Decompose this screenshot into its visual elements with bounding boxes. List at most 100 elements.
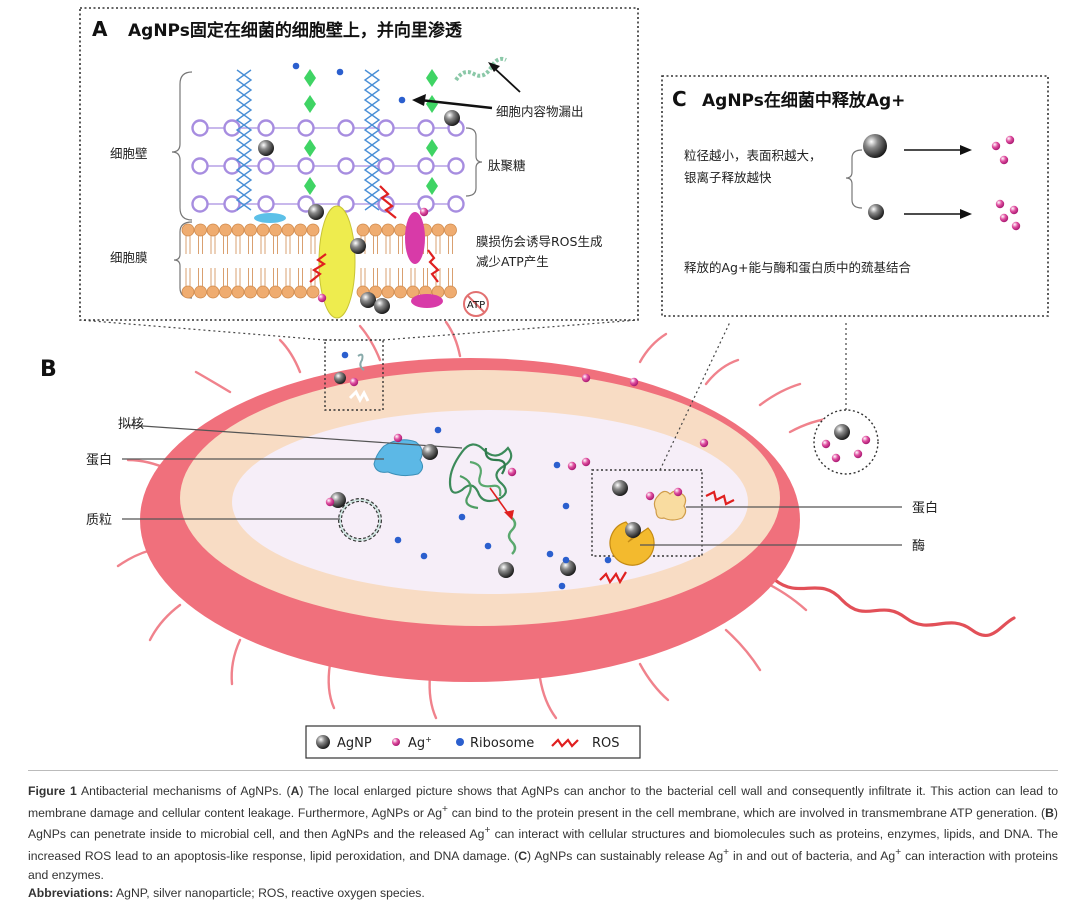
- lipid-head: [219, 223, 232, 237]
- peptidoglycan-ring: [377, 157, 395, 175]
- label-cell-wall: 细胞壁: [110, 146, 148, 161]
- green-diamond: [426, 69, 438, 87]
- lipid-tail: [235, 236, 241, 286]
- lipid-tail: [448, 236, 453, 286]
- lipid-head: [369, 223, 382, 237]
- green-diamond: [304, 177, 316, 195]
- label-plasmid: 质粒: [86, 513, 112, 528]
- label-protein-right: 蛋白: [912, 500, 938, 516]
- peptidoglycan-ring: [257, 195, 275, 213]
- caption-paragraph: Figure 1 Antibacterial mechanisms of AgN…: [28, 784, 1058, 882]
- legend-ag-ion: Ag+: [408, 735, 432, 751]
- membrane-protein-cyan: [254, 213, 286, 223]
- label-atp: ATP: [467, 300, 485, 311]
- peptidoglycan-ring: [417, 119, 435, 137]
- legend-ros: ROS: [592, 736, 620, 751]
- peptidoglycan-ring: [223, 119, 241, 137]
- lipid-tail: [248, 236, 253, 286]
- lipid-head: [381, 285, 395, 299]
- green-diamond: [304, 95, 316, 113]
- plasmid: [338, 498, 382, 542]
- zoom-box-c: [591, 469, 703, 557]
- agnp-zoom: [334, 372, 346, 384]
- green-diamonds: [304, 69, 438, 195]
- green-diamond: [426, 177, 438, 195]
- protein-beige: [653, 490, 687, 521]
- lipid-head: [181, 285, 195, 299]
- lipid-head: [356, 223, 370, 237]
- peptidoglycan-ring: [191, 195, 209, 213]
- lipid-tail: [373, 236, 378, 286]
- lipid-tail: [385, 236, 391, 286]
- lipid-head: [444, 285, 457, 299]
- peptidoglycan-rings: [191, 119, 465, 213]
- panel-c-line2: 银离子释放越快: [684, 170, 772, 185]
- label-leak: 细胞内容物漏出: [496, 104, 584, 119]
- legend-agnp-icon: [316, 735, 330, 749]
- panel-a-letter: A: [92, 17, 108, 41]
- peptidoglycan-ring: [223, 195, 241, 213]
- lipid-head: [294, 223, 307, 237]
- peptidoglycan-ring: [337, 157, 355, 175]
- panel-c-title: AgNPs在细菌中释放Ag+: [702, 90, 905, 111]
- release-arrows: [904, 149, 962, 215]
- lipid-head: [281, 285, 295, 299]
- peptidoglycan-ring: [447, 157, 465, 175]
- lipid-tail: [398, 236, 403, 286]
- ros-marks-b: [599, 490, 735, 585]
- label-protein-left: 蛋白: [86, 452, 112, 468]
- membrane-protein-magenta-small: [411, 294, 443, 308]
- legend-ros-icon: [551, 738, 579, 748]
- label-ros-1: 膜损伤会诱导ROS生成: [476, 234, 602, 249]
- agnp-small: [868, 204, 884, 220]
- peptidoglycan-ring: [297, 157, 315, 175]
- lipid-head: [269, 285, 282, 299]
- lipid-head: [269, 223, 282, 237]
- panel-b: [79, 319, 1016, 720]
- lipid-head: [431, 223, 445, 237]
- lipid-tail: [185, 236, 191, 286]
- peptidoglycan-ring: [417, 157, 435, 175]
- lipid-head: [231, 223, 245, 237]
- lipid-head: [244, 285, 257, 299]
- lipid-tail: [435, 236, 441, 286]
- lipid-head: [306, 285, 320, 299]
- legend-ag-ion-icon: [392, 738, 400, 746]
- membrane-protein-magenta: [405, 212, 425, 264]
- peptidoglycan-ring: [223, 157, 241, 175]
- panel-c-line3: 释放的Ag+能与酶和蛋白质中的巯基结合: [684, 260, 911, 275]
- peptidoglycan-ring: [297, 119, 315, 137]
- agnp-large: [863, 134, 887, 158]
- lipid-head: [444, 223, 457, 237]
- lipid-head: [181, 223, 195, 237]
- legend-ribosome-icon: [456, 738, 464, 746]
- teichoic-strand: [363, 69, 381, 211]
- label-cell-membrane: 细胞膜: [110, 250, 148, 265]
- panel-c-letter: C: [672, 87, 687, 111]
- green-diamond: [304, 139, 316, 157]
- peptidoglycan-ring: [447, 195, 465, 213]
- green-diamond: [426, 95, 438, 113]
- peptidoglycan-ring: [377, 119, 395, 137]
- dna-fragment: [507, 517, 517, 555]
- green-diamond: [426, 139, 438, 157]
- caption-divider: [28, 770, 1058, 771]
- nucleoid: [448, 443, 513, 510]
- panel-a: A AgNPs固定在细菌的细胞壁上，并向里渗透: [79, 7, 639, 321]
- teichoic-strand: [363, 69, 381, 211]
- lipid-tail: [298, 236, 303, 286]
- lipid-tail: [223, 236, 228, 286]
- channel-protein-yellow: [318, 205, 356, 319]
- legend-agnp: AgNP: [337, 736, 372, 751]
- leak-strand: [454, 56, 507, 82]
- lipid-head: [294, 285, 307, 299]
- lipid-head: [381, 223, 395, 237]
- lipid-head: [256, 223, 270, 237]
- caption-figure-label: Figure 1: [28, 784, 77, 798]
- teichoic-strand: [235, 69, 253, 211]
- lipid-head: [206, 223, 220, 237]
- leader-lines: [122, 424, 902, 546]
- release-circle: [813, 409, 879, 475]
- figure-caption: Figure 1 Antibacterial mechanisms of AgN…: [28, 782, 1058, 903]
- lipid-head: [194, 285, 207, 299]
